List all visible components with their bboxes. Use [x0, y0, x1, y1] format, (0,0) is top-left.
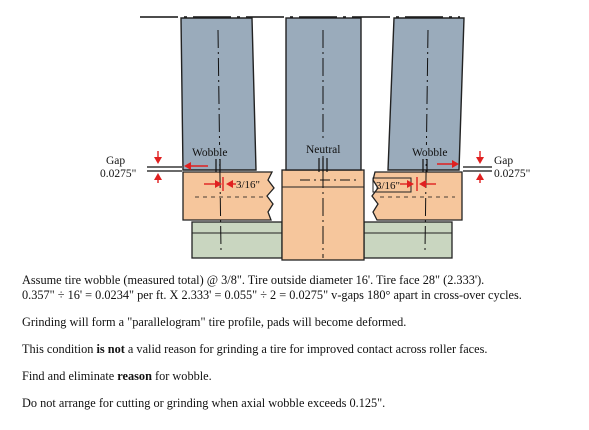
note-assumption: Assume tire wobble (measured total) @ 3/…: [22, 273, 485, 287]
wobble-right-arrow: [437, 160, 459, 168]
gap-left-label: Gap: [106, 155, 125, 167]
gap-left-indicator: [147, 151, 182, 183]
notes-block: Assume tire wobble (measured total) @ 3/…: [22, 273, 582, 411]
note-calculation: 0.357" ÷ 16' = 0.0234" per ft. X 2.333' …: [22, 288, 522, 302]
tire-left-centerline: [217, 29, 222, 251]
pad-left: [182, 171, 275, 221]
roller-base-left: [191, 221, 283, 259]
note-find-reason: Find and eliminate reason for wobble.: [22, 369, 212, 383]
wobble-left-arrow: [184, 162, 208, 170]
wobble-left-label: Wobble: [192, 147, 227, 159]
gap-right-value: 0.0275": [494, 168, 530, 180]
roller-base-right: [363, 221, 453, 259]
tire-wobble-diagram: Wobble Neutral Wobble 3/16" 3/16" Ga: [100, 16, 530, 261]
gap-right-indicator: [463, 151, 492, 183]
wobble-right-box: [409, 145, 453, 159]
gap-right-label: Gap: [494, 155, 513, 167]
tire-right-centerline: [424, 29, 429, 251]
neutral-label: Neutral: [306, 144, 340, 156]
wobble-right-label: Wobble: [412, 147, 447, 159]
gap-left-value: 0.0275": [100, 168, 136, 180]
offset-left-marker: [204, 177, 236, 191]
offset-left-label: 3/16": [236, 179, 260, 191]
note-parallelogram: Grinding will form a "parallelogram" tir…: [22, 315, 407, 329]
wobble-left-box: [189, 145, 233, 159]
offset-right-label: 3/16": [376, 180, 400, 192]
neutral-box: [303, 142, 347, 156]
tick-marks: [215, 158, 428, 172]
offset-right-marker: [400, 177, 436, 191]
note-not-valid: This condition is not a valid reason for…: [22, 342, 488, 356]
note-do-not-grind: Do not arrange for cutting or grinding w…: [22, 396, 386, 410]
pad-right: [371, 171, 463, 221]
tire-right: [387, 17, 465, 171]
